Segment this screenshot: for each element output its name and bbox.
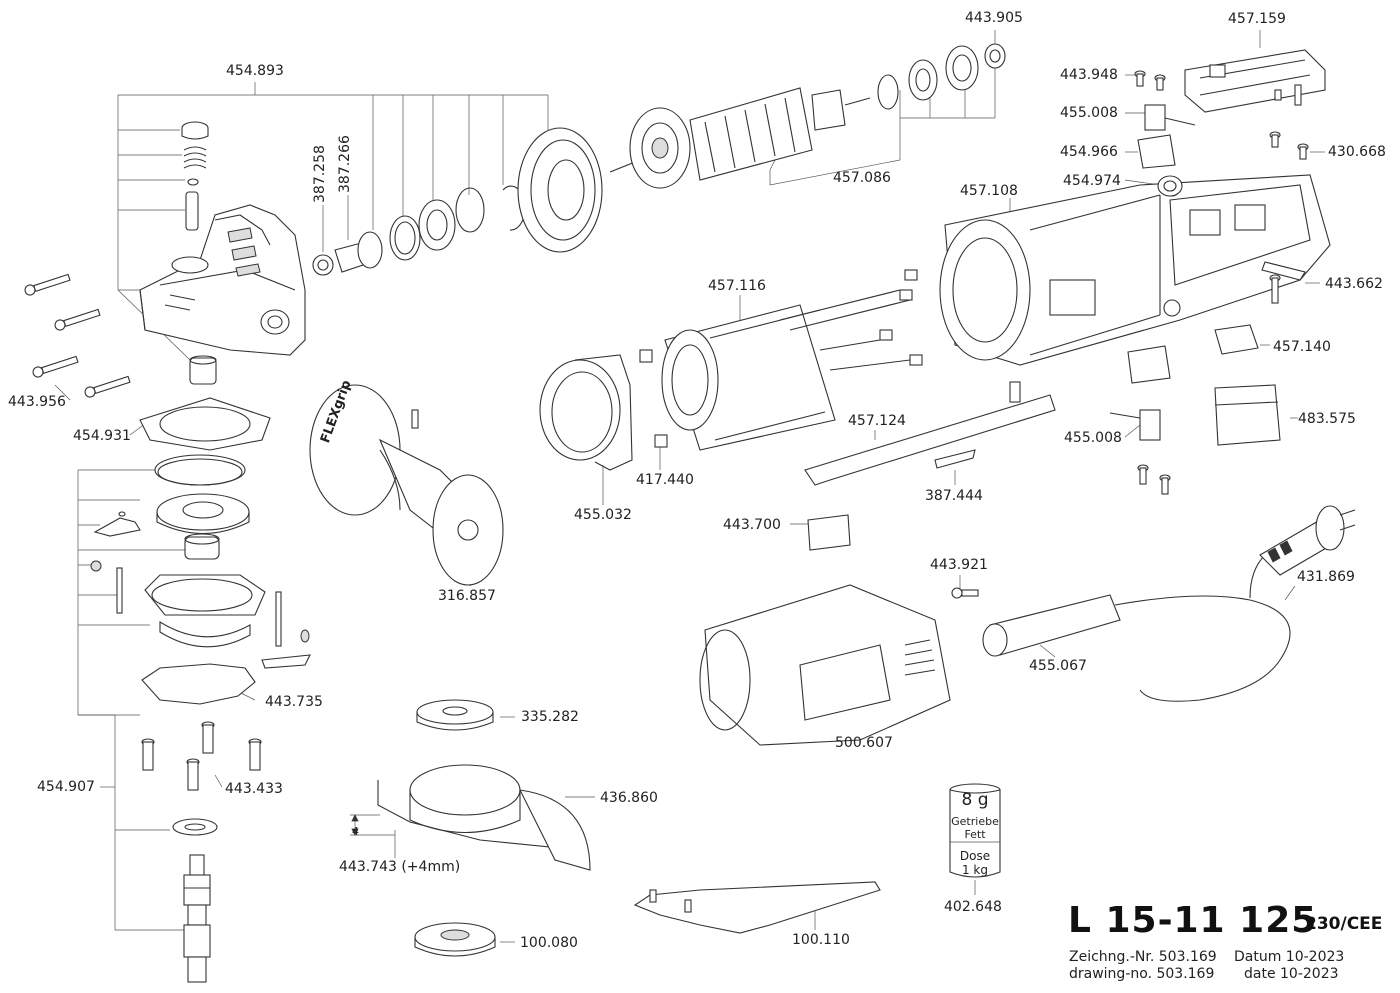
part-label-455032: 455.032 <box>574 507 632 523</box>
model-title: L 15-11 125 <box>1068 900 1318 941</box>
part-label-443662: 443.662 <box>1325 276 1383 292</box>
wheel-guard <box>377 764 591 871</box>
screws-443433 <box>141 721 262 791</box>
part-label-457159: 457.159 <box>1228 11 1286 27</box>
side-handle <box>309 384 504 586</box>
part-label-454893: 454.893 <box>226 63 284 79</box>
part-label-457116: 457.116 <box>708 278 766 294</box>
part-label-483575: 483.575 <box>1298 411 1356 427</box>
part-label-316857: 316.857 <box>438 588 496 604</box>
screw-443921 <box>951 587 979 599</box>
spindle-group <box>172 818 218 983</box>
part-label-443905: 443.905 <box>965 10 1023 26</box>
drawing-number-de: Zeichng.-Nr. 503.169 <box>1069 949 1217 965</box>
part-label-443948: 443.948 <box>1060 67 1118 83</box>
screws-443956 <box>24 273 131 398</box>
drawing-number-en: drawing-no. 503.169 <box>1069 966 1215 982</box>
stator <box>639 269 923 451</box>
grease-can-line4: 1 kg <box>961 863 988 877</box>
part-label-455008-bottom: 455.008 <box>1064 430 1122 446</box>
part-label-436860: 436.860 <box>600 790 658 806</box>
part-label-457086: 457.086 <box>833 170 891 186</box>
bearing-flange-group <box>90 454 311 669</box>
stator-shell <box>539 354 633 471</box>
part-label-387258: 387.258 <box>312 145 328 203</box>
date-en: date 10-2023 <box>1244 966 1339 982</box>
part-label-387444: 387.444 <box>925 488 983 504</box>
bearing-ring-group <box>312 185 526 276</box>
armature <box>609 43 1006 189</box>
grease-can-amount: 8 g <box>961 790 989 810</box>
part-label-100080: 100.080 <box>520 935 578 951</box>
part-label-430668: 430.668 <box>1328 144 1386 160</box>
dimension-4mm <box>350 814 395 836</box>
part-label-454907: 454.907 <box>37 779 95 795</box>
grease-can-line2: Fett <box>964 828 986 841</box>
part-label-457140: 457.140 <box>1273 339 1331 355</box>
part-label-455008-top: 455.008 <box>1060 105 1118 121</box>
gasket-443735 <box>141 663 256 705</box>
cable-handle <box>982 505 1356 702</box>
part-label-443700: 443.700 <box>723 517 781 533</box>
part-label-443735: 443.735 <box>265 694 323 710</box>
part-label-454966: 454.966 <box>1060 144 1118 160</box>
grease-can-line1: Getriebe <box>951 815 999 828</box>
part-label-100110: 100.110 <box>792 932 850 948</box>
date-de: Datum 10-2023 <box>1234 949 1345 965</box>
switch-slider <box>804 381 1056 551</box>
part-label-443956: 443.956 <box>8 394 66 410</box>
part-label-457124: 457.124 <box>848 413 906 429</box>
part-label-500607: 500.607 <box>835 735 893 751</box>
part-label-457108: 457.108 <box>960 183 1018 199</box>
gasket-454931 <box>139 397 271 451</box>
part-label-443921: 443.921 <box>930 557 988 573</box>
grease-can-line3: Dose <box>959 849 991 863</box>
part-label-387266: 387.266 <box>337 135 353 193</box>
part-label-335282: 335.282 <box>521 709 579 725</box>
nut-100080 <box>414 922 496 957</box>
motor-cover <box>699 584 951 746</box>
brush-parts <box>1109 70 1309 495</box>
part-label-443743: 443.743 (+4mm) <box>339 859 461 875</box>
fan-wheel <box>517 127 603 253</box>
part-label-431869: 431.869 <box>1297 569 1355 585</box>
part-label-402648: 402.648 <box>944 899 1002 915</box>
part-label-443433: 443.433 <box>225 781 283 797</box>
gear-head-housing <box>139 121 306 385</box>
leader-lines <box>54 30 1325 943</box>
part-label-417440: 417.440 <box>636 472 694 488</box>
flange-335282 <box>416 699 494 731</box>
model-variant: 230/CEE <box>1305 914 1383 934</box>
part-label-454931: 454.931 <box>73 428 131 444</box>
grease-can <box>949 783 1001 878</box>
switch-457159 <box>1184 49 1326 113</box>
dimension-label-4: 4 <box>352 825 359 838</box>
spanner-100110 <box>633 881 881 934</box>
part-label-454974: 454.974 <box>1063 173 1121 189</box>
part-label-455067: 455.067 <box>1029 658 1087 674</box>
